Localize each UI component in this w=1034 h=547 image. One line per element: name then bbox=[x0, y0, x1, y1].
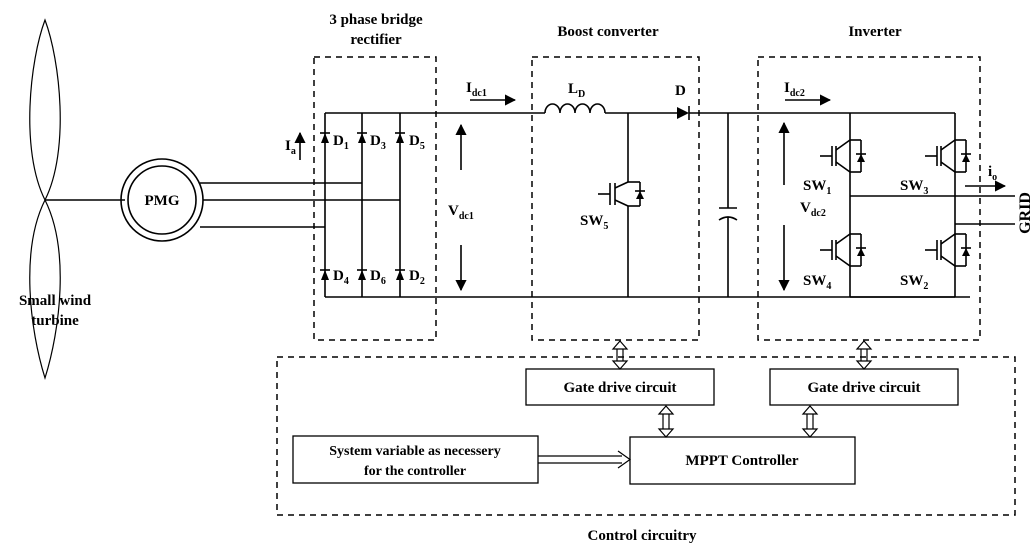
dc-link-capacitor-icon bbox=[718, 113, 738, 297]
diode-d5-icon bbox=[395, 132, 405, 143]
gate-drive-label-inverter: Gate drive circuit bbox=[807, 380, 920, 396]
ia-label: Ia bbox=[285, 138, 296, 157]
system-variable-label-line1: System variable as necessery bbox=[329, 444, 500, 459]
system-to-mppt-arrow bbox=[538, 450, 632, 469]
inductor-icon bbox=[544, 103, 606, 114]
d5-label: D5 bbox=[409, 133, 425, 152]
vdc1-label: Vdc1 bbox=[448, 203, 474, 222]
boost-title: Boost converter bbox=[557, 24, 659, 40]
d2-label: D2 bbox=[409, 268, 425, 287]
mppt-controller-label: MPPT Controller bbox=[685, 453, 799, 469]
sw3-igbt-icon bbox=[925, 139, 971, 173]
control-boundary bbox=[276, 356, 1016, 516]
inverter-title: Inverter bbox=[848, 24, 902, 40]
d3-label: D3 bbox=[370, 133, 386, 152]
idc2-label: Idc2 bbox=[784, 80, 805, 99]
wind-turbine-icon bbox=[29, 18, 125, 381]
boost-diode-icon bbox=[677, 106, 690, 120]
grid-label: GRID bbox=[1017, 192, 1034, 234]
pmg-label: PMG bbox=[145, 193, 180, 209]
turbine-label-line1: Small wind bbox=[19, 293, 92, 309]
gate-drive-block-inverter bbox=[769, 368, 959, 406]
d4-label: D4 bbox=[333, 268, 349, 287]
rectifier-title-line1: 3 phase bridge bbox=[329, 12, 423, 28]
gate-drive-block-boost bbox=[525, 368, 715, 406]
diode-d1-icon bbox=[320, 132, 330, 143]
boost-to-gatedrive-connector bbox=[611, 340, 629, 370]
boost-boundary bbox=[531, 56, 700, 341]
mppt-controller-block bbox=[629, 436, 856, 485]
sw1-igbt-icon bbox=[820, 139, 866, 173]
control-title: Control circuitry bbox=[587, 528, 697, 544]
rectifier-bridge bbox=[324, 112, 401, 298]
turbine-label-line2: turbine bbox=[31, 313, 79, 329]
diode-d4-icon bbox=[320, 269, 330, 280]
system-variable-label-line2: for the controller bbox=[364, 464, 466, 479]
sw2-igbt-icon bbox=[925, 233, 971, 267]
sw1-label: SW1 bbox=[803, 178, 831, 197]
sw4-igbt-icon bbox=[820, 233, 866, 267]
gatedrive1-to-mppt-connector bbox=[657, 405, 675, 438]
sw5-igbt-icon bbox=[598, 113, 645, 297]
diode-d6-icon bbox=[357, 269, 367, 280]
diode-d2-icon bbox=[395, 269, 405, 280]
inductor-label: LD bbox=[568, 81, 585, 100]
gatedrive2-to-mppt-connector bbox=[801, 405, 819, 438]
gate-drive-label-boost: Gate drive circuit bbox=[563, 380, 676, 396]
diode-d3-icon bbox=[357, 132, 367, 143]
boost-diode-label: D bbox=[675, 83, 686, 99]
sw3-label: SW3 bbox=[900, 178, 928, 197]
inverter-boundary bbox=[757, 56, 981, 341]
rectifier-boundary bbox=[313, 56, 437, 341]
d1-label: D1 bbox=[333, 133, 349, 152]
system-variable-block bbox=[292, 435, 539, 484]
sw5-label: SW5 bbox=[580, 213, 608, 232]
rectifier-title-line2: rectifier bbox=[350, 32, 402, 48]
io-label: io bbox=[988, 164, 997, 183]
sw4-label: SW4 bbox=[803, 273, 831, 292]
vdc2-label: Vdc2 bbox=[800, 200, 826, 219]
sw2-label: SW2 bbox=[900, 273, 928, 292]
inverter-to-gatedrive-connector bbox=[855, 340, 873, 370]
idc1-label: Idc1 bbox=[466, 80, 487, 99]
d6-label: D6 bbox=[370, 268, 386, 287]
